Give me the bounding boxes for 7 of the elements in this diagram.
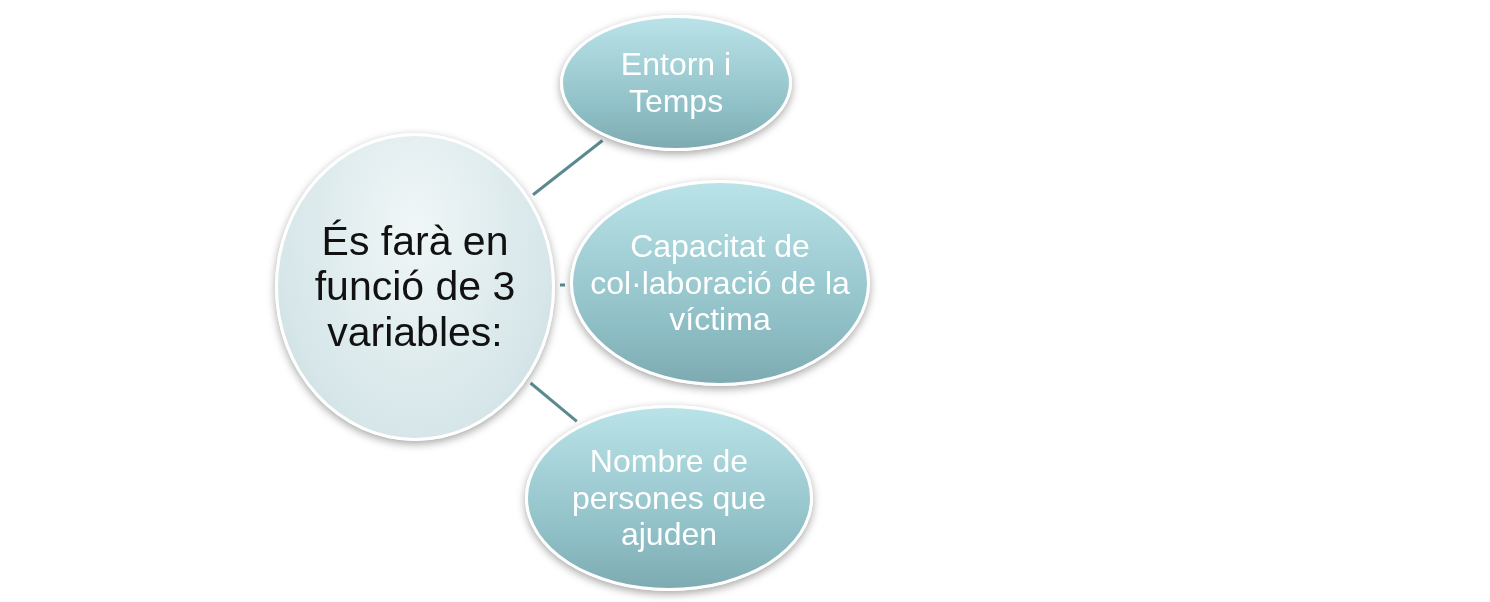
node-text: Nombre de persones que ajuden	[571, 442, 767, 554]
node-text: És farà en funció de 3 variables:	[313, 219, 517, 355]
connector-line	[559, 283, 566, 287]
node-text: Capacitat de col·laboració de la víctima	[589, 227, 851, 339]
connector-line	[532, 139, 604, 196]
node-text: Entorn i Temps	[619, 46, 733, 120]
connector-line	[529, 381, 578, 423]
